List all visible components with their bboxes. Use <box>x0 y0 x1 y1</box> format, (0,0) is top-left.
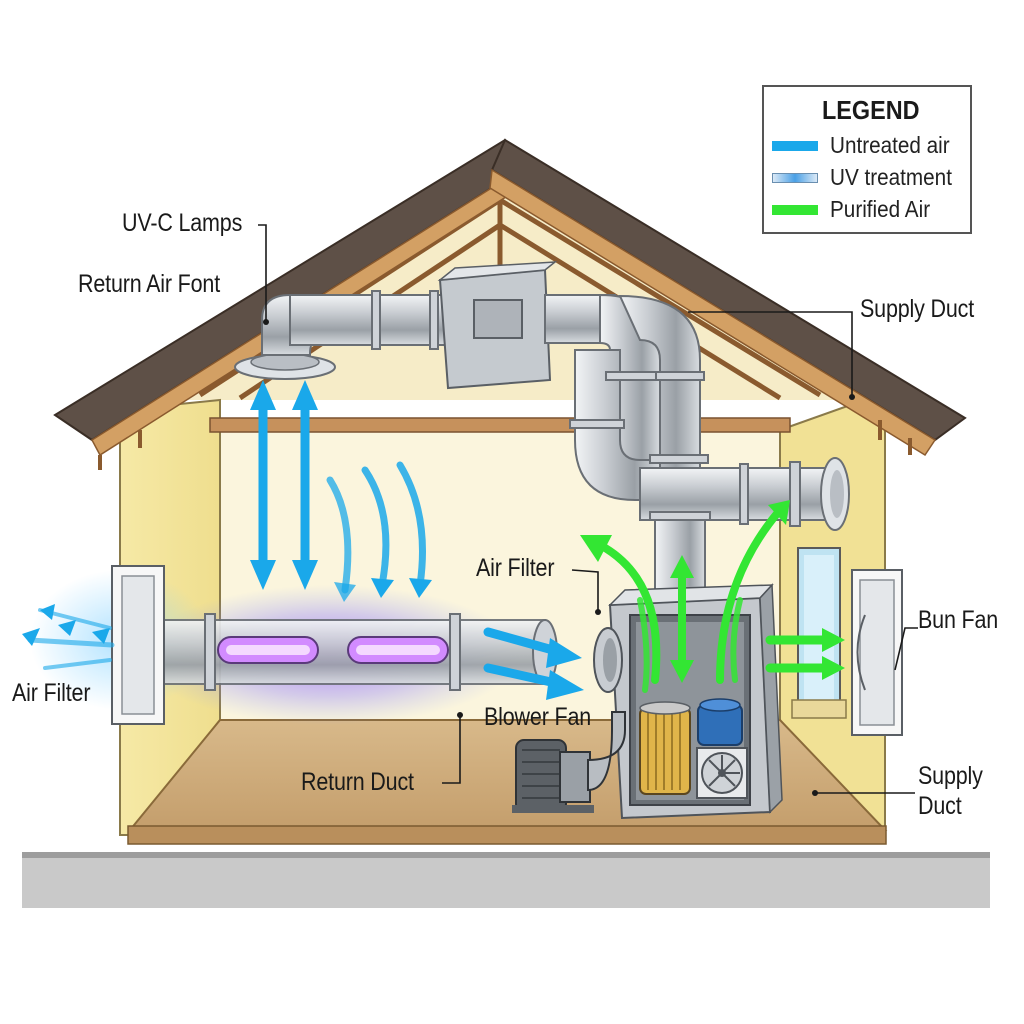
label-air-filter-left: Air Filter <box>12 679 91 707</box>
return-duct <box>137 607 558 697</box>
attic-air-handler-box <box>437 261 558 390</box>
label-supply-duct-bottom-line2: Duct <box>918 792 962 820</box>
ground <box>22 856 990 908</box>
legend-item-purified-air: Purified Air <box>772 196 972 222</box>
external-pump-motor <box>512 711 626 813</box>
label-air-filter-center: Air Filter <box>476 554 555 582</box>
left-air-filter-vent <box>111 565 165 725</box>
label-return-air-font: Return Air Font <box>78 270 221 298</box>
legend-swatch-untreated-air <box>772 141 818 151</box>
leader-lines <box>258 224 918 794</box>
air-handler-unit <box>593 583 783 820</box>
uv-c-lamps <box>217 636 449 664</box>
window <box>791 547 847 719</box>
legend-swatch-uv-treatment <box>772 173 818 183</box>
legend-item-untreated-air: Untreated air <box>772 132 972 158</box>
label-supply-duct-bottom-line1: Supply <box>918 762 983 790</box>
legend-label-uv-treatment: UV treatment <box>830 164 952 190</box>
legend-label-purified-air: Purified Air <box>830 196 931 222</box>
purified-air-arrows <box>580 500 845 693</box>
legend-swatch-purified-air <box>772 205 818 215</box>
right-fan-vent <box>851 569 903 736</box>
label-blower-fan: Blower Fan <box>484 703 592 731</box>
untreated-air-arrows <box>22 380 584 700</box>
legend-label-untreated-air: Untreated air <box>830 132 950 158</box>
label-bun-fan: Bun Fan <box>918 606 999 634</box>
label-supply-duct-top: Supply Duct <box>860 295 975 323</box>
legend: LEGEND Untreated air UV treatment Purifi… <box>762 85 972 234</box>
blower-motor <box>697 698 743 746</box>
fan-icon <box>696 747 748 799</box>
return-air-grille <box>234 353 336 380</box>
filter-cartridge <box>639 701 691 795</box>
legend-item-uv-treatment: UV treatment <box>772 164 972 190</box>
attic-duct <box>289 294 451 346</box>
legend-title: LEGEND <box>822 95 920 125</box>
ceiling-beam <box>209 417 791 433</box>
label-return-duct: Return Duct <box>301 768 414 796</box>
label-uvc-lamps: UV-C Lamps <box>122 209 243 237</box>
